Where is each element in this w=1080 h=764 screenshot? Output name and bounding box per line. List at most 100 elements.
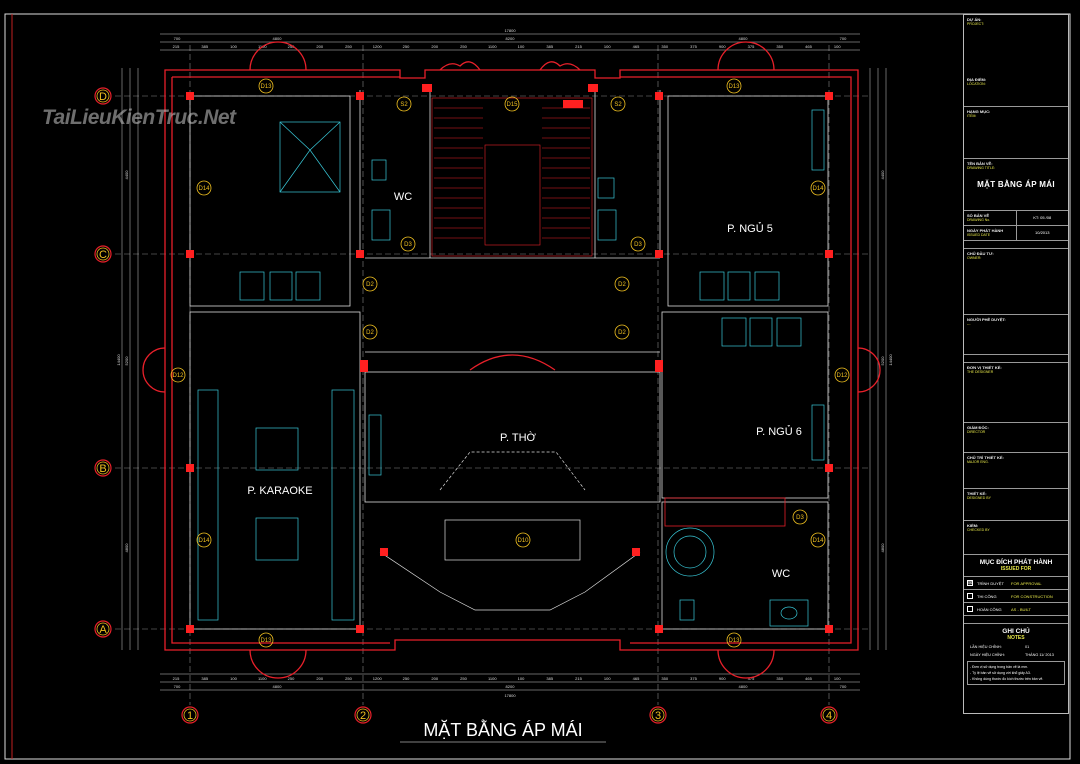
svg-text:A: A (99, 624, 107, 636)
issued-for-header: MỤC ĐÍCH PHÁT HÀNH ISSUED FOR (964, 555, 1068, 577)
dim-bottom-detail: 250 (288, 676, 295, 681)
svg-text:D14: D14 (812, 186, 824, 192)
owner-label: CHỦ ĐẦU TƯ: (967, 251, 994, 256)
svg-text:S2: S2 (614, 102, 622, 108)
project-label: DỰ ÁN: (967, 17, 982, 22)
dim-bottom-detail: 100 (230, 676, 237, 681)
svg-text:D2: D2 (366, 282, 374, 288)
notes-section: GHI CHÚ NOTES LẦN HIỆU CHỈNH: 01 NGÀY HI… (964, 624, 1068, 685)
dim-right-total: 14400 (888, 354, 893, 366)
dim-bottom-detail: 350 (776, 676, 783, 681)
checked-by-label: KIỂM: (967, 523, 979, 528)
svg-text:D12: D12 (172, 373, 184, 379)
dim-top-detail: 215 (575, 44, 582, 49)
approver-label-en: --- (967, 322, 971, 326)
item-label-en: ITEM: (967, 114, 977, 118)
notes-title: GHI CHÚ (1002, 628, 1030, 635)
grid-bubble-row-A: A (94, 620, 112, 638)
exterior-walls (142, 41, 881, 679)
svg-text:2: 2 (360, 710, 366, 722)
director-label-en: DIRECTOR (967, 430, 986, 434)
tag-d3: D3 (630, 236, 646, 252)
dim-top-detail: 900 (719, 44, 726, 49)
dim-top-detail: 465 (633, 44, 640, 49)
dim-top-main: 4800 (739, 36, 749, 41)
dim-top-total: 17800 (504, 28, 516, 33)
tag-d2: D2 (614, 324, 630, 340)
grid-bubble-col-2: 2 (354, 706, 372, 724)
room-labels: WC P. NGỦ 5 P. THỜ P. NGỦ 6 P. KARAOKE W… (247, 191, 801, 580)
dim-bottom-detail: 215 (575, 676, 582, 681)
dim-top-detail: 215 (173, 44, 180, 49)
location-label: ĐỊA ĐIỂM: (967, 77, 987, 82)
dim-bottom-detail: 200 (316, 676, 323, 681)
dim-bottom-total: 17800 (504, 693, 516, 698)
designed-by-label: THIẾT KẾ: (967, 491, 987, 496)
dim-top-detail: 250 (288, 44, 295, 49)
tag-d15: D15 (504, 96, 520, 112)
staircase (431, 97, 593, 257)
tag-d14: D14 (196, 532, 212, 548)
issued-label: TRÌNH DUYỆT (977, 580, 1004, 586)
grid-bubble-col-1: 1 (181, 706, 199, 724)
dimension-lines (121, 33, 887, 691)
dim-left-main: 4400 (124, 170, 129, 180)
tag-d13: D13 (258, 78, 274, 94)
revision-row: LẦN HIỆU CHỈNH: 01 (964, 641, 1068, 649)
revision-label: LẦN HIỆU CHỈNH: (970, 645, 1002, 649)
dim-bottom-main: 700 (174, 684, 181, 689)
title-block: DỰ ÁN: PROJECT: ĐỊA ĐIỂM: LOCATION: HẠNG… (963, 14, 1069, 714)
svg-text:D14: D14 (198, 538, 210, 544)
drawing-title-label-en: DRAWING TITLE: (967, 166, 996, 170)
svg-text:D12: D12 (836, 373, 848, 379)
bay-window (379, 451, 641, 611)
tag-d3: D3 (792, 509, 808, 525)
tag-d12: D12 (834, 367, 850, 383)
revision-date-value: THÁNG 11/ 2013 (1025, 653, 1054, 657)
designed-by-cell: THIẾT KẾ: DESIGNED BY (964, 489, 1068, 521)
dim-bottom-detail: 100 (518, 676, 525, 681)
tag-d12: D12 (170, 367, 186, 383)
dim-top-detail: 1100 (488, 44, 497, 49)
director-label: GIÁM ĐỐC: (967, 425, 989, 430)
grid-bubble-row-D: D (94, 87, 112, 105)
tag-d10: D10 (515, 532, 531, 548)
designed-by-label-en: DESIGNED BY (967, 496, 991, 500)
svg-text:D: D (99, 91, 107, 103)
note-line: - Không dùng thước đo kích thước trên bả… (970, 677, 1044, 681)
issued-checkbox[interactable] (967, 606, 973, 612)
svg-text:4: 4 (826, 710, 832, 722)
room-label-wc-bottom: WC (772, 568, 790, 580)
designer-cell: ĐƠN VỊ THIẾT KẾ: THE DESIGNER (964, 363, 1068, 423)
major-eng-label: CHỦ TRÌ THIẾT KẾ: (967, 455, 1004, 460)
issued-checkbox[interactable] (967, 593, 973, 599)
dim-top-detail: 100 (834, 44, 841, 49)
dim-top-detail: 385 (546, 44, 553, 49)
tag-d14: D14 (810, 532, 826, 548)
dim-right-main: 4400 (880, 170, 885, 180)
note-line: - Đơn vị sử dụng trong bản vẽ là mm. (970, 665, 1029, 669)
item-label: HẠNG MỤC: (967, 109, 991, 114)
drawing-title-value: MẶT BẰNG ÁP MÁI (977, 180, 1055, 189)
dim-top-main: 700 (840, 36, 847, 41)
room-label-karaoke: P. KARAOKE (247, 485, 312, 497)
project-cell: DỰ ÁN: PROJECT: ĐỊA ĐIỂM: LOCATION: (964, 15, 1068, 107)
drawing-title: MẶT BẰNG ÁP MÁI (423, 719, 582, 740)
issued-checkbox[interactable]: ⊠ (967, 580, 973, 586)
drawing-title-label: TÊN BẢN VẼ: (967, 161, 993, 166)
dim-top-detail: 385 (201, 44, 208, 49)
dim-top-detail: 250 (460, 44, 467, 49)
dim-bottom-detail: 375 (748, 676, 755, 681)
dim-top-main: 700 (174, 36, 181, 41)
dim-bottom-detail: 465 (633, 676, 640, 681)
dim-bottom-detail: 350 (661, 676, 668, 681)
revision-date-label: NGÀY HIỆU CHỈNH: (970, 653, 1005, 657)
dim-bottom-detail: 250 (345, 676, 352, 681)
dim-bottom-detail: 1100 (488, 676, 497, 681)
project-label-en: PROJECT: (967, 22, 984, 26)
